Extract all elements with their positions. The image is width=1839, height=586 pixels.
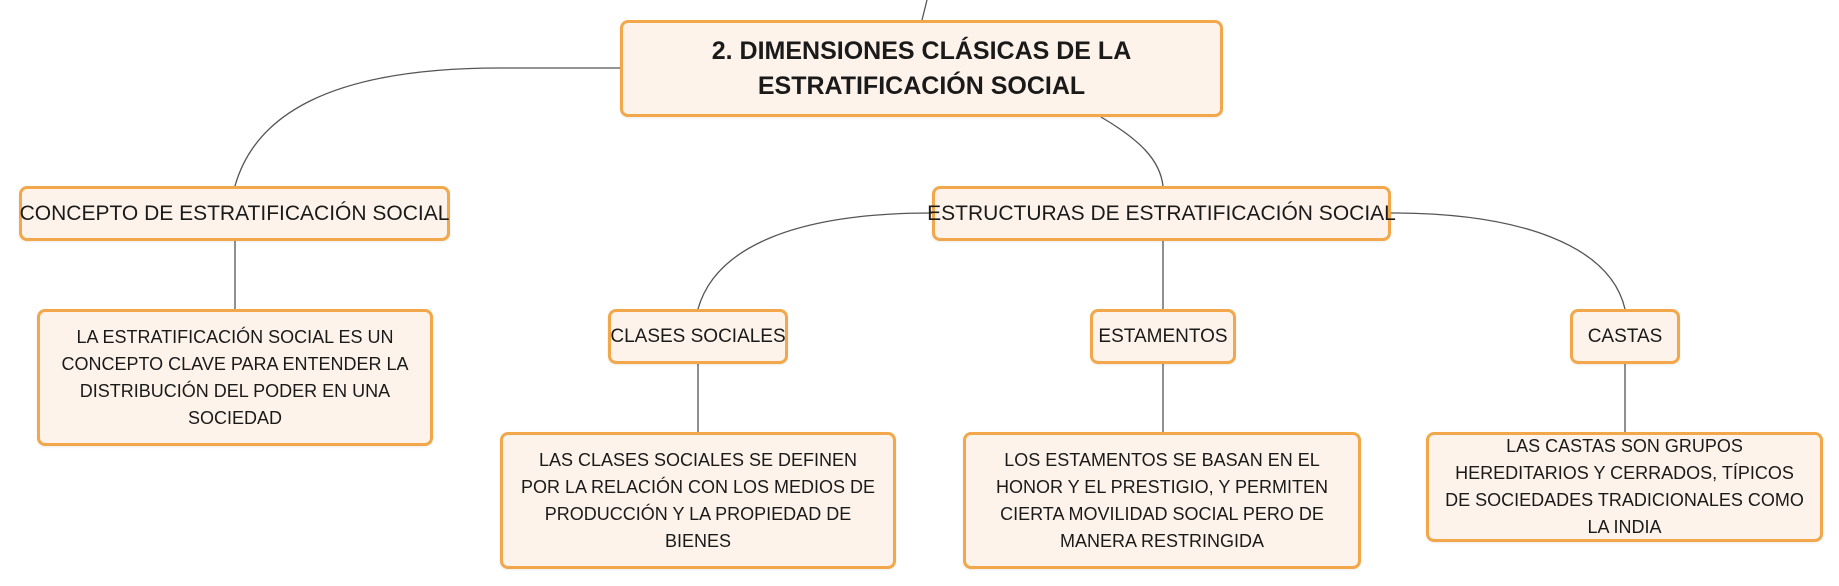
connector-root-to-concepto	[234, 67, 620, 187]
clases-detail-node[interactable]: LAS CLASES SOCIALES SE DEFINEN POR LA RE…	[500, 432, 896, 569]
estamentos-detail-node[interactable]: LOS ESTAMENTOS SE BASAN EN EL HONOR Y EL…	[963, 432, 1361, 569]
castas-detail-text: LAS CASTAS SON GRUPOS HEREDITARIOS Y CER…	[1445, 436, 1804, 537]
concepto-detail-node[interactable]: LA ESTRATIFICACIÓN SOCIAL ES UN CONCEPTO…	[37, 309, 433, 446]
connector-estructuras-to-castas	[1390, 212, 1626, 310]
clases-sociales-label: CLASES SOCIALES	[610, 325, 786, 347]
estructuras-label: ESTRUCTURAS DE ESTRATIFICACIÓN SOCIAL	[927, 201, 1396, 225]
castas-detail-node[interactable]: LAS CASTAS SON GRUPOS HEREDITARIOS Y CER…	[1426, 432, 1823, 542]
estamentos-label: ESTAMENTOS	[1098, 325, 1228, 347]
estamentos-detail-text: LOS ESTAMENTOS SE BASAN EN EL HONOR Y EL…	[995, 449, 1329, 551]
castas-node[interactable]: CASTAS	[1570, 309, 1680, 364]
root-topic-label: 2. DIMENSIONES CLÁSICAS DE LA ESTRATIFIC…	[711, 36, 1132, 100]
connector-root-to-estructuras	[1100, 116, 1164, 187]
root-topic-node[interactable]: 2. DIMENSIONES CLÁSICAS DE LA ESTRATIFIC…	[620, 20, 1223, 117]
concepto-node[interactable]: CONCEPTO DE ESTRATIFICACIÓN SOCIAL	[19, 186, 450, 241]
clases-sociales-node[interactable]: CLASES SOCIALES	[608, 309, 788, 364]
concepto-detail-text: LA ESTRATIFICACIÓN SOCIAL ES UN CONCEPTO…	[61, 326, 409, 428]
estamentos-node[interactable]: ESTAMENTOS	[1090, 309, 1236, 364]
castas-label: CASTAS	[1587, 325, 1663, 347]
connector-root-top	[921, 0, 928, 21]
connector-estructuras-to-clases	[697, 212, 933, 310]
estructuras-node[interactable]: ESTRUCTURAS DE ESTRATIFICACIÓN SOCIAL	[927, 186, 1396, 241]
concepto-label: CONCEPTO DE ESTRATIFICACIÓN SOCIAL	[19, 201, 450, 225]
clases-detail-text: LAS CLASES SOCIALES SE DEFINEN POR LA RE…	[520, 449, 876, 551]
